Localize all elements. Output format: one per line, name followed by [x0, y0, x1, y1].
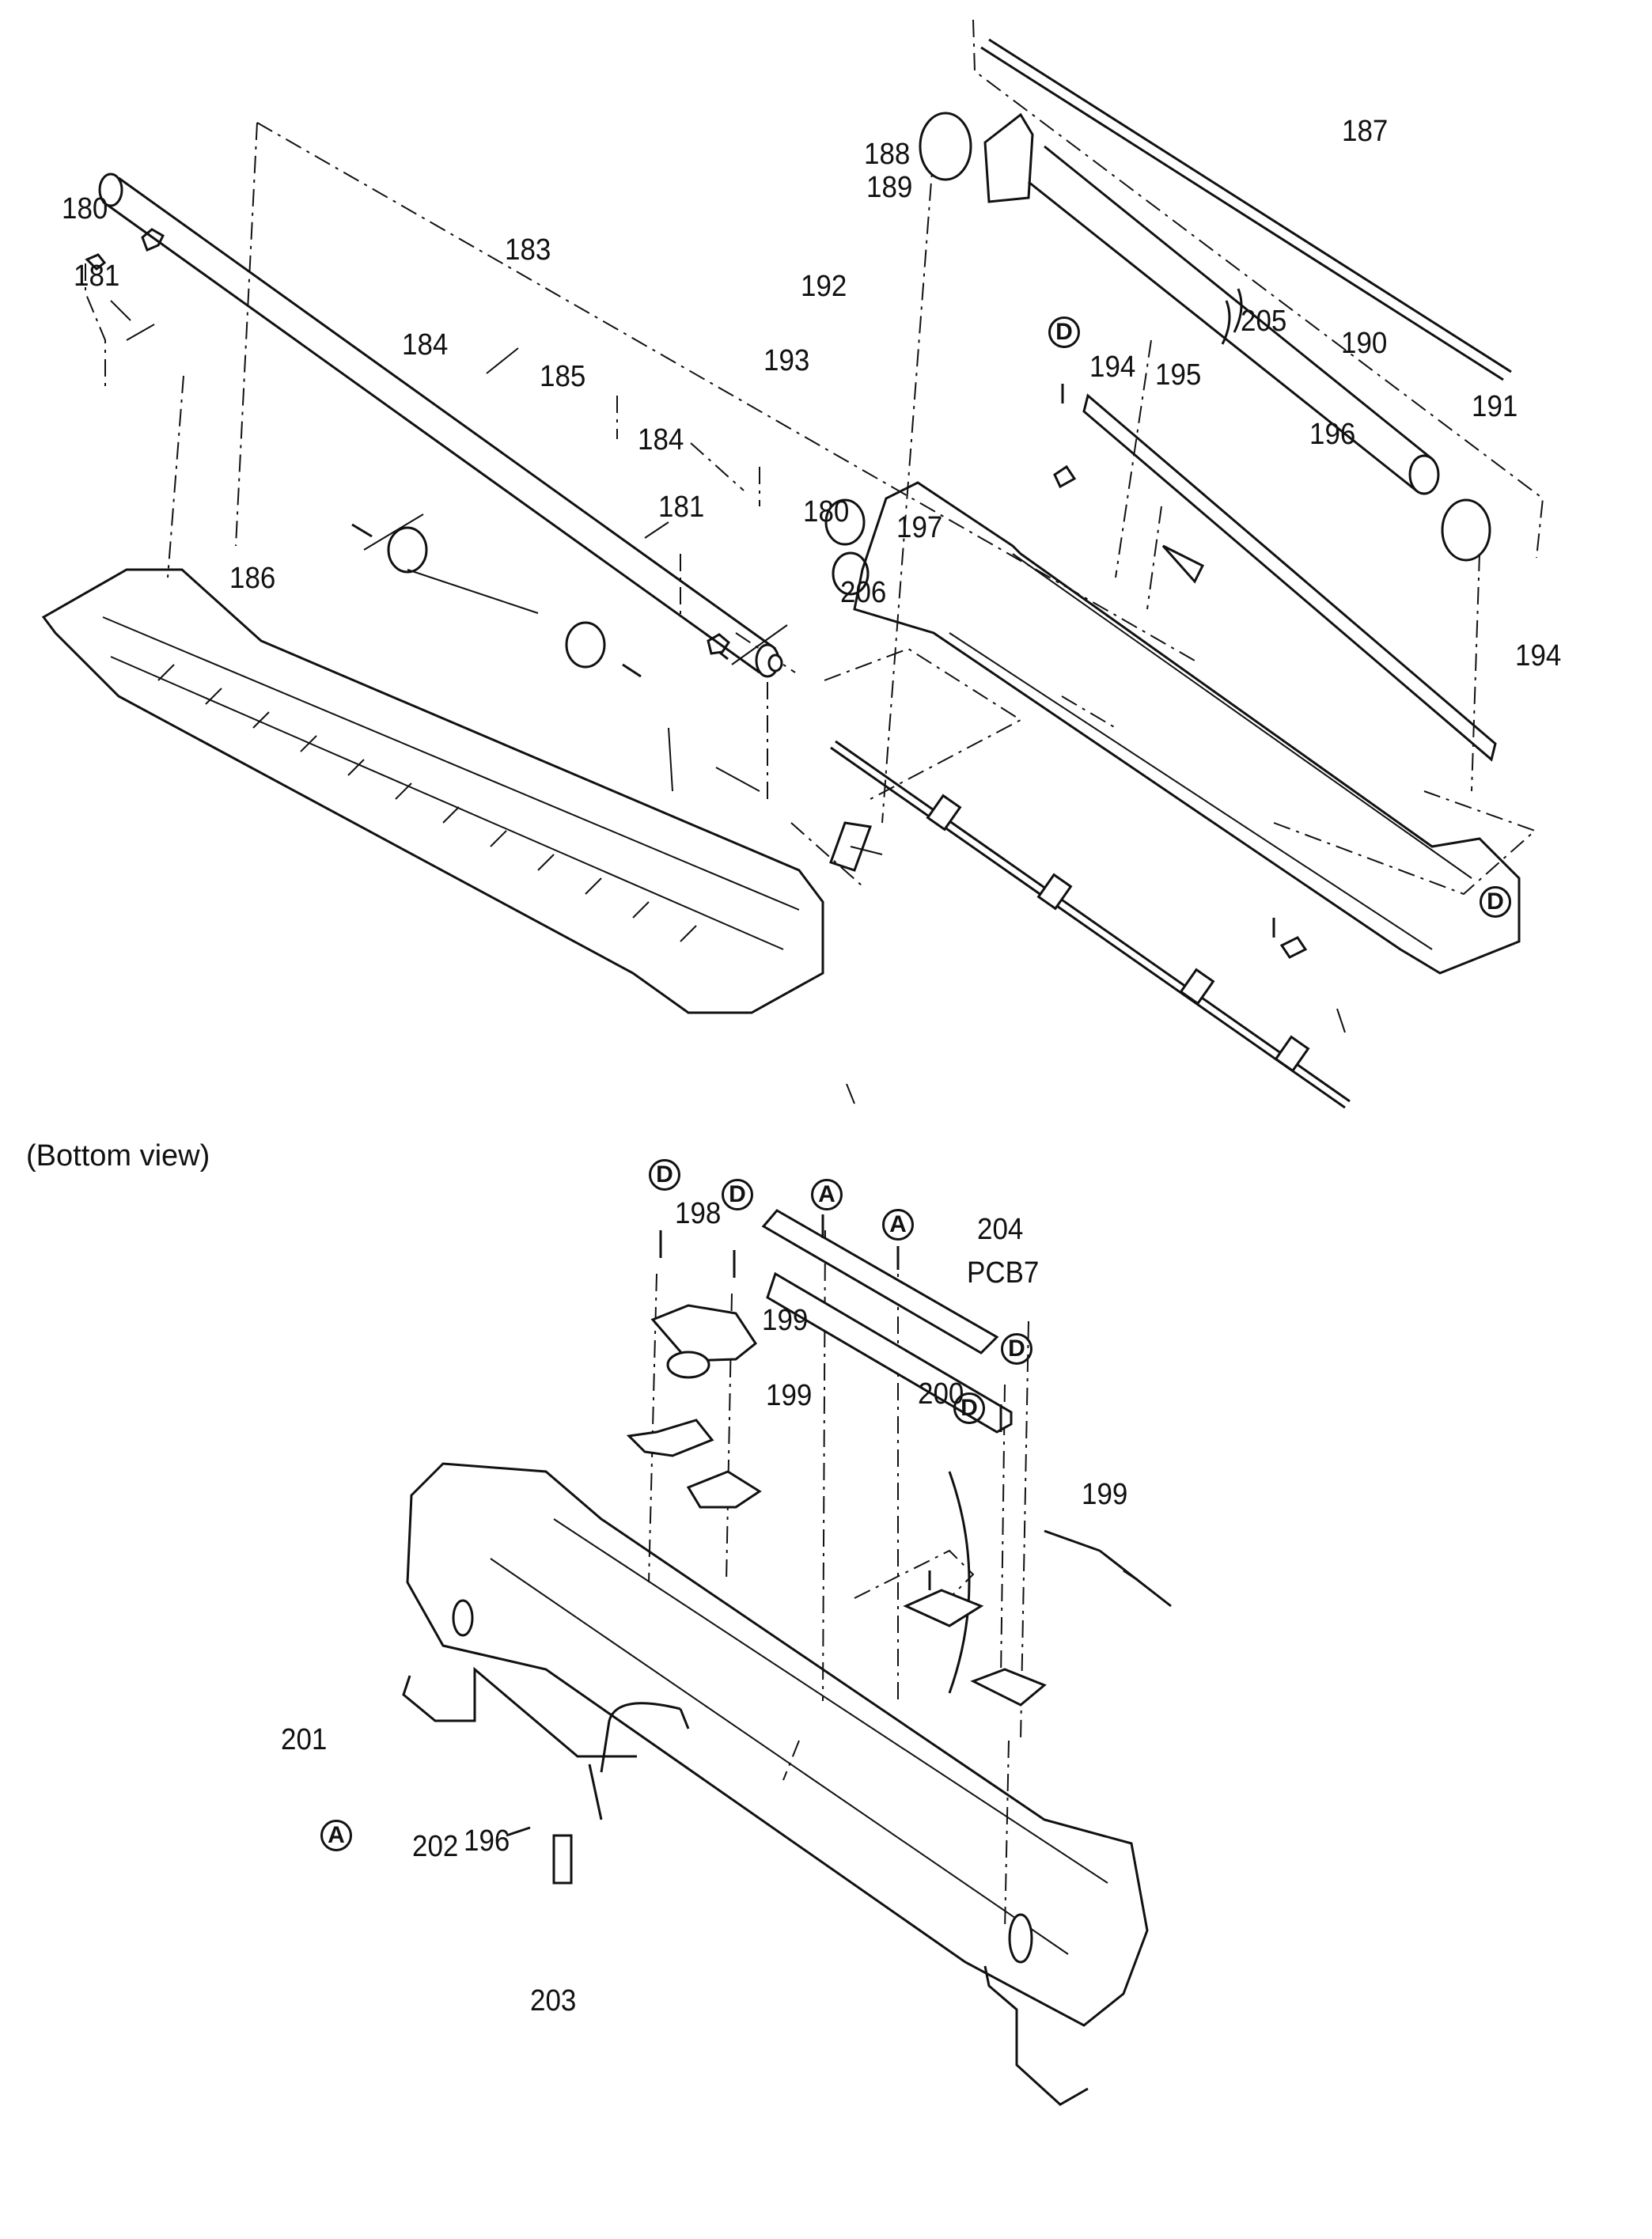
part-label: PCB7	[967, 1256, 1040, 1290]
part-label: 183	[505, 233, 551, 267]
part-label: 202	[412, 1830, 459, 1863]
part-label: 190	[1341, 327, 1388, 360]
part-label: 204	[977, 1213, 1024, 1246]
part-label: 193	[763, 344, 810, 377]
part-label: 203	[530, 1984, 577, 2017]
frame-196-top	[853, 481, 1521, 975]
roller-185-a	[387, 526, 428, 574]
part-label: 195	[1155, 358, 1202, 392]
screw-marker-a: A	[320, 1820, 352, 1851]
screws	[506, 384, 1275, 1837]
pcb7-wire	[948, 1471, 971, 1694]
plates-194	[1053, 464, 1308, 959]
plate-199-d	[970, 1668, 1047, 1707]
clip-180-right	[707, 633, 730, 661]
part-label: 184	[638, 423, 684, 457]
spring-184-a	[351, 523, 373, 538]
screw-marker-a: A	[882, 1209, 914, 1241]
part-label: 188	[864, 138, 911, 171]
thermostat-198	[650, 1304, 758, 1362]
part-label: 196	[464, 1824, 510, 1858]
strip-205	[1082, 393, 1497, 762]
part-label: 205	[1241, 305, 1287, 338]
spring-184-b	[622, 663, 642, 678]
heat-roller-190	[1028, 145, 1440, 495]
part-label: 199	[1082, 1478, 1128, 1511]
spring-203	[983, 1965, 1089, 2106]
cover-204	[761, 1209, 999, 1354]
part-label: 185	[540, 360, 586, 393]
part-label: 181	[658, 491, 705, 524]
part-label: 198	[675, 1197, 722, 1230]
screw-marker-a: A	[811, 1179, 843, 1210]
part-label: 197	[896, 511, 943, 544]
part-label: 201	[281, 1723, 328, 1756]
screw-marker-d: D	[1001, 1333, 1032, 1365]
shaft-197	[830, 740, 1351, 1109]
part-label: 180	[803, 495, 850, 528]
bar-187	[980, 38, 1512, 381]
ring-188	[919, 112, 972, 181]
roller-192	[824, 498, 866, 546]
part-label: 180	[62, 192, 108, 225]
part-label: 196	[1309, 418, 1356, 451]
roller-183	[98, 172, 783, 678]
thermistor-200	[1044, 1529, 1172, 1608]
part-label: 194	[1089, 350, 1136, 384]
screw-marker-d: D	[649, 1159, 680, 1191]
spring-201	[402, 1666, 637, 1758]
plate-199-c	[903, 1589, 984, 1627]
clip-180-left	[141, 228, 165, 252]
pad-206	[829, 821, 873, 872]
roller-185-b	[565, 621, 606, 669]
plate-199-a	[626, 1419, 714, 1457]
thermostat-198-body	[666, 1351, 710, 1379]
frame-196-bottom	[406, 1462, 1149, 2027]
bearing-191	[1441, 498, 1491, 562]
part-label: 184	[402, 328, 449, 362]
bottom-view-caption: (Bottom view)	[26, 1139, 210, 1173]
part-label: 199	[762, 1304, 809, 1337]
part-label: 191	[1472, 390, 1518, 423]
bearing-189	[983, 112, 1034, 203]
lever-195	[1161, 544, 1205, 584]
harness-202	[588, 1702, 690, 1820]
part-label: 186	[229, 562, 276, 595]
pcb7-board	[766, 1271, 1013, 1434]
part-label: 206	[840, 576, 887, 609]
spring-181-left	[85, 253, 107, 271]
part-label: 192	[801, 270, 847, 303]
part-label: 189	[866, 171, 913, 204]
screw-marker-d: D	[1480, 886, 1511, 918]
plate-199-b	[686, 1470, 762, 1509]
part-label: 187	[1342, 115, 1389, 148]
screw-marker-d: D	[953, 1392, 985, 1424]
part-label: 199	[766, 1379, 813, 1412]
screw-marker-d: D	[722, 1179, 753, 1210]
terminal-202	[552, 1834, 573, 1885]
screw-marker-d: D	[1048, 316, 1080, 348]
part-label: 181	[74, 260, 120, 293]
part-label: 194	[1515, 639, 1562, 672]
paper-guide-186	[41, 568, 824, 1014]
